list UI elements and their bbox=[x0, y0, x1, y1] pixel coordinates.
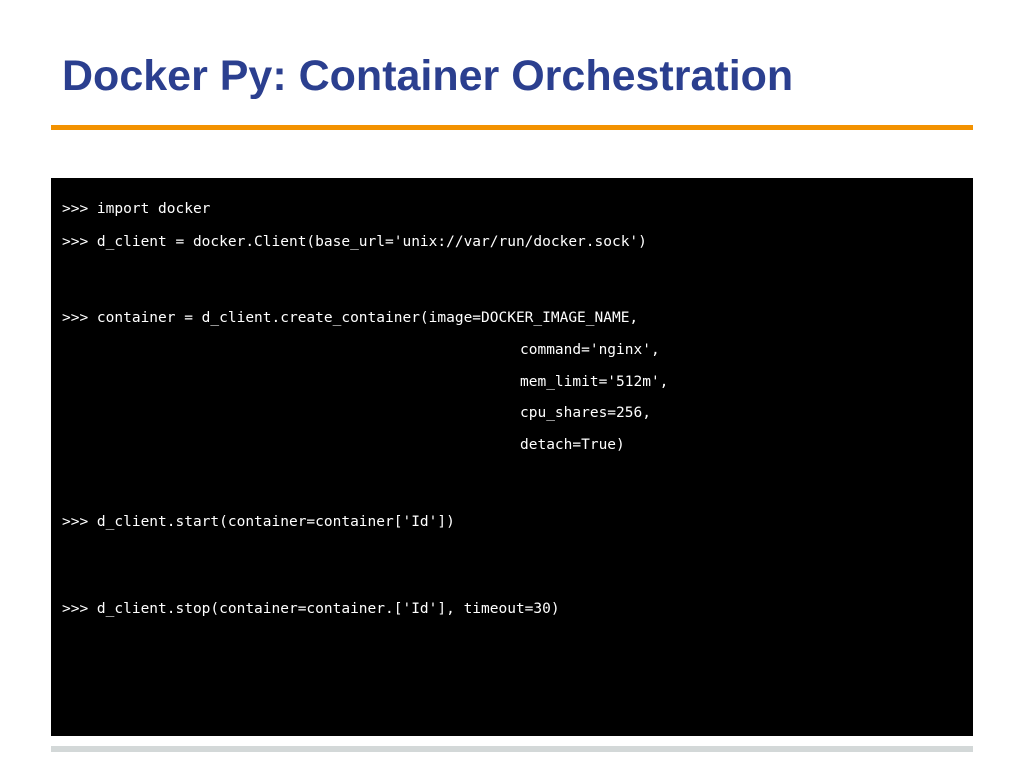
code-line-create-container: >>> container = d_client.create_containe… bbox=[62, 310, 639, 326]
slide-title: Docker Py: Container Orchestration bbox=[62, 52, 794, 100]
title-underline-rule bbox=[51, 125, 973, 130]
code-line-start: >>> d_client.start(container=container['… bbox=[62, 514, 455, 530]
code-line-stop: >>> d_client.stop(container=container.['… bbox=[62, 601, 560, 617]
code-panel: >>> import docker >>> d_client = docker.… bbox=[51, 178, 973, 736]
code-line-detach-arg: detach=True) bbox=[520, 437, 625, 453]
code-line-command-arg: command='nginx', bbox=[520, 342, 660, 358]
code-line-client: >>> d_client = docker.Client(base_url='u… bbox=[62, 234, 647, 250]
code-line-cpu-shares-arg: cpu_shares=256, bbox=[520, 405, 651, 421]
code-line-mem-limit-arg: mem_limit='512m', bbox=[520, 374, 669, 390]
footer-rule bbox=[51, 746, 973, 752]
code-line-import: >>> import docker bbox=[62, 201, 211, 217]
